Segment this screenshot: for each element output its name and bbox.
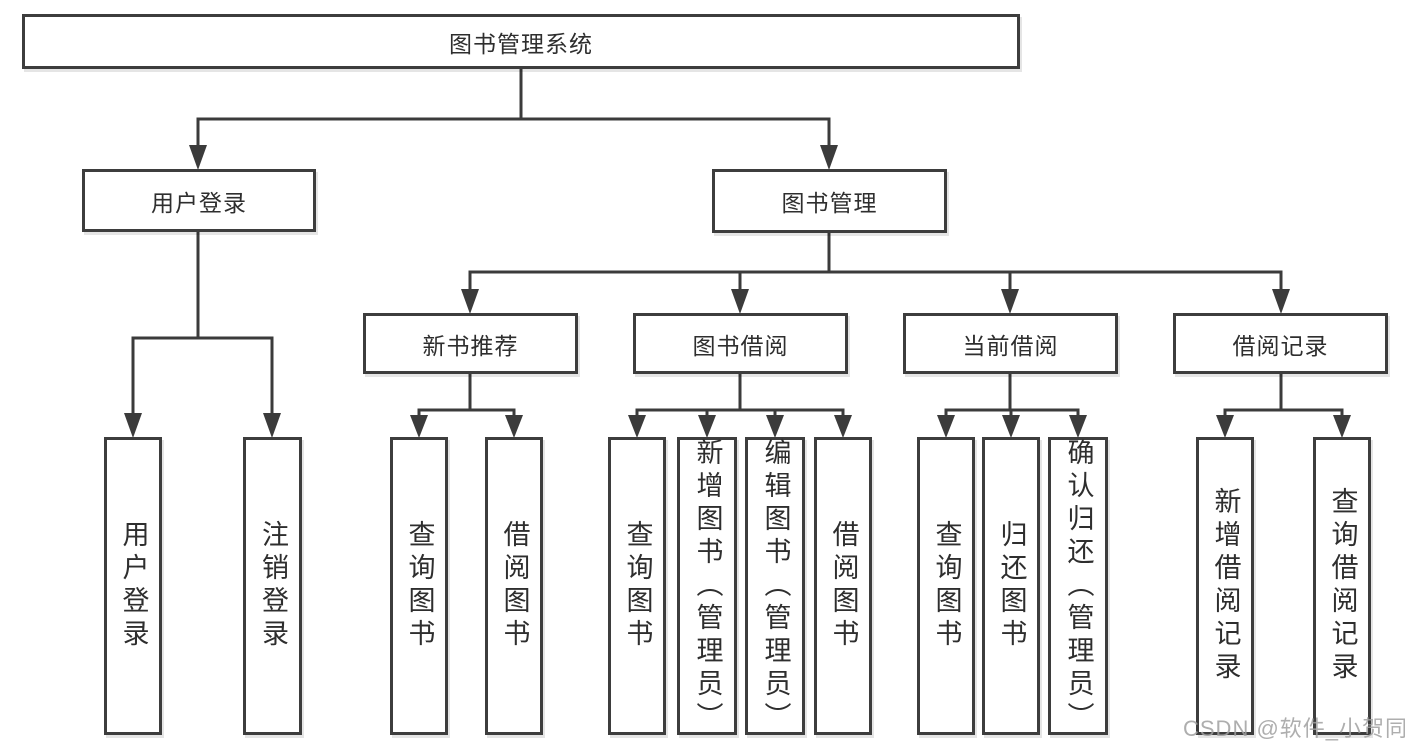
leaf-label: 借阅图书 — [499, 520, 530, 652]
node-label: 当前借阅 — [962, 332, 1059, 359]
leaf-borrow-books-recommend: 借阅图书 — [485, 437, 543, 735]
leaf-label: 查询借阅记录 — [1327, 487, 1358, 685]
leaf-logout: 注销登录 — [243, 437, 302, 735]
leaf-label: 查询图书 — [622, 520, 653, 652]
leaf-label: 注销登录 — [258, 520, 288, 652]
leaf-add-borrow-record: 新增借阅记录 — [1196, 437, 1254, 735]
leaf-label: 新增图书（管理员） — [692, 437, 723, 735]
node-borrow-records: 借阅记录 — [1173, 313, 1388, 374]
leaf-edit-books-admin: 编辑图书（管理员） — [745, 437, 805, 735]
leaf-label: 用户登录 — [118, 520, 149, 652]
leaf-label: 查询图书 — [931, 520, 962, 652]
node-label: 图书借阅 — [692, 332, 789, 359]
node-book-borrow: 图书借阅 — [633, 313, 848, 374]
leaf-label: 新增借阅记录 — [1210, 487, 1241, 685]
node-user-login: 用户登录 — [82, 169, 316, 232]
node-label: 借阅记录 — [1232, 332, 1329, 359]
node-system-root: 图书管理系统 — [22, 14, 1020, 69]
leaf-add-books-admin: 新增图书（管理员） — [677, 437, 737, 735]
leaf-confirm-return-admin: 确认归还（管理员） — [1048, 437, 1108, 735]
leaf-user-login: 用户登录 — [104, 437, 162, 735]
leaf-label: 确认归还（管理员） — [1063, 437, 1094, 735]
node-label: 图书管理 — [781, 190, 878, 216]
leaf-label: 归还图书 — [996, 520, 1027, 652]
leaf-query-books-current: 查询图书 — [917, 437, 975, 735]
leaf-label: 编辑图书（管理员） — [760, 437, 791, 735]
leaf-label: 借阅图书 — [828, 520, 859, 652]
node-label: 新书推荐 — [422, 332, 519, 359]
node-label: 图书管理系统 — [449, 30, 593, 57]
node-book-management: 图书管理 — [712, 169, 947, 233]
node-new-book-recommend: 新书推荐 — [363, 313, 578, 374]
leaf-label: 查询图书 — [404, 520, 435, 652]
leaf-return-books: 归还图书 — [982, 437, 1040, 735]
node-label: 用户登录 — [151, 189, 247, 216]
leaf-borrow-books: 借阅图书 — [814, 437, 872, 735]
leaf-query-books-borrow: 查询图书 — [608, 437, 666, 735]
node-current-borrow: 当前借阅 — [903, 313, 1118, 374]
leaf-query-books-recommend: 查询图书 — [390, 437, 448, 735]
leaf-query-borrow-record: 查询借阅记录 — [1313, 437, 1371, 735]
